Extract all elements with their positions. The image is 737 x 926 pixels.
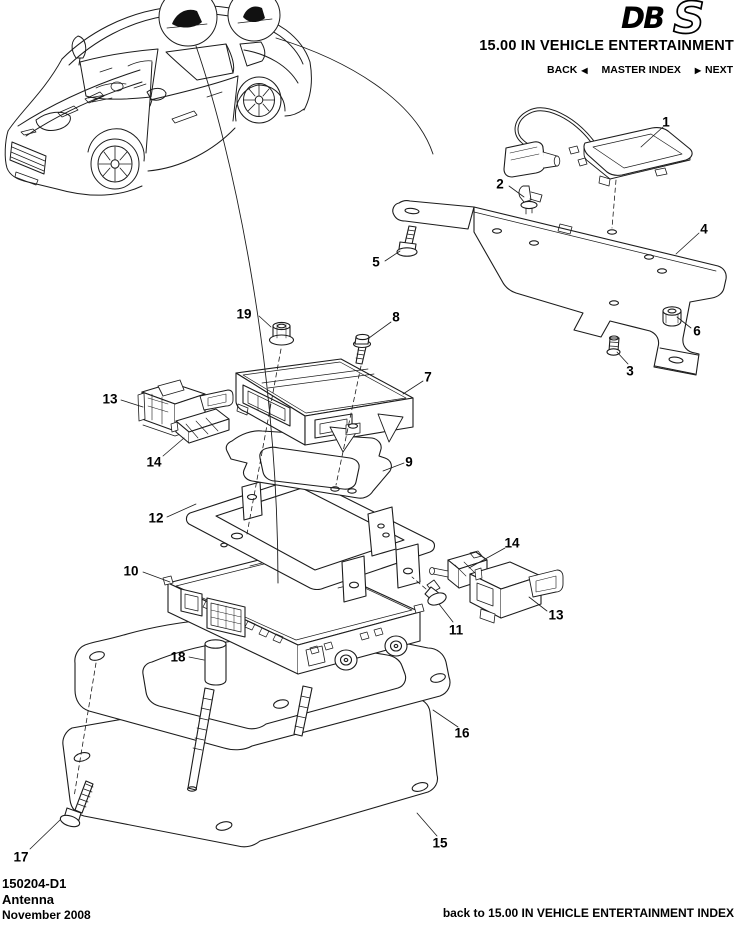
callout-8: 8 xyxy=(392,309,400,325)
callout-11: 11 xyxy=(448,622,464,638)
dbs-logo-db: DB xyxy=(621,1,664,35)
part-spacer xyxy=(204,639,227,686)
callout-17: 17 xyxy=(13,849,29,865)
next-arrow-icon[interactable]: ▶ xyxy=(694,65,701,75)
page-navigation: BACK ◀ MASTER INDEX ▶ NEXT xyxy=(547,64,733,76)
section-title: 15.00 IN VEHICLE ENTERTAINMENT xyxy=(479,38,734,54)
callout-1: 1 xyxy=(662,114,670,130)
part-top-bracket xyxy=(392,200,727,376)
callout-9: 9 xyxy=(405,454,413,470)
callout-12: 12 xyxy=(148,510,164,526)
part-bolt-17 xyxy=(59,780,94,828)
callout-15: 15 xyxy=(432,835,448,851)
part-mounting-plate xyxy=(185,476,435,603)
callout-13-left: 13 xyxy=(102,391,118,407)
part-bolt-8 xyxy=(352,333,372,365)
shark-fin-antenna-icon xyxy=(243,6,265,23)
part-flange-nut xyxy=(268,321,295,346)
shark-fin-antenna-icon xyxy=(172,9,202,28)
callout-18: 18 xyxy=(170,649,186,665)
part-bolt-11 xyxy=(424,579,447,606)
callout-3: 3 xyxy=(626,363,634,379)
callout-14-right: 14 xyxy=(504,535,520,551)
part-gasket-frame xyxy=(225,430,392,499)
callout-7: 7 xyxy=(424,369,432,385)
callout-16: 16 xyxy=(454,725,470,741)
car-illustration xyxy=(4,0,312,196)
part-tuner-module xyxy=(162,545,425,675)
callout-6: 6 xyxy=(693,323,701,339)
document-title: Antenna xyxy=(2,892,54,907)
callout-19: 19 xyxy=(236,306,252,322)
roof-antenna-detail-circles xyxy=(158,0,281,47)
callout-2: 2 xyxy=(496,176,504,192)
nav-back-link[interactable]: BACK xyxy=(546,64,578,76)
callout-10: 10 xyxy=(123,563,139,579)
callout-4: 4 xyxy=(700,221,708,237)
mounting-studs xyxy=(186,685,313,792)
part-grommet xyxy=(662,306,682,327)
part-connector-right xyxy=(469,561,564,624)
part-bolt-3 xyxy=(606,335,621,356)
nav-next-link[interactable]: NEXT xyxy=(704,64,733,76)
back-to-index-link[interactable]: back to 15.00 IN VEHICLE ENTERTAINMENT I… xyxy=(442,906,734,920)
part-wedge-left xyxy=(170,408,230,444)
document-number: 150204-D1 xyxy=(2,876,67,891)
dbs-logo-s: S xyxy=(673,0,705,37)
part-clip-2 xyxy=(518,185,543,215)
part-bolt-5 xyxy=(396,225,418,257)
assembly-dashed-lines xyxy=(73,179,617,798)
part-amplifier-module xyxy=(235,358,414,453)
callout-14-left: 14 xyxy=(146,454,162,470)
document-date: November 2008 xyxy=(2,908,91,922)
part-antenna-module xyxy=(503,107,693,187)
callout-13-right: 13 xyxy=(548,607,564,623)
callout-5: 5 xyxy=(372,254,380,270)
dbs-logo: DB S xyxy=(621,0,706,37)
nav-master-index-link[interactable]: MASTER INDEX xyxy=(601,64,681,76)
callout-leader-lines xyxy=(29,126,700,850)
back-arrow-icon[interactable]: ◀ xyxy=(581,65,588,75)
car-detail-leader-curves xyxy=(195,37,434,584)
